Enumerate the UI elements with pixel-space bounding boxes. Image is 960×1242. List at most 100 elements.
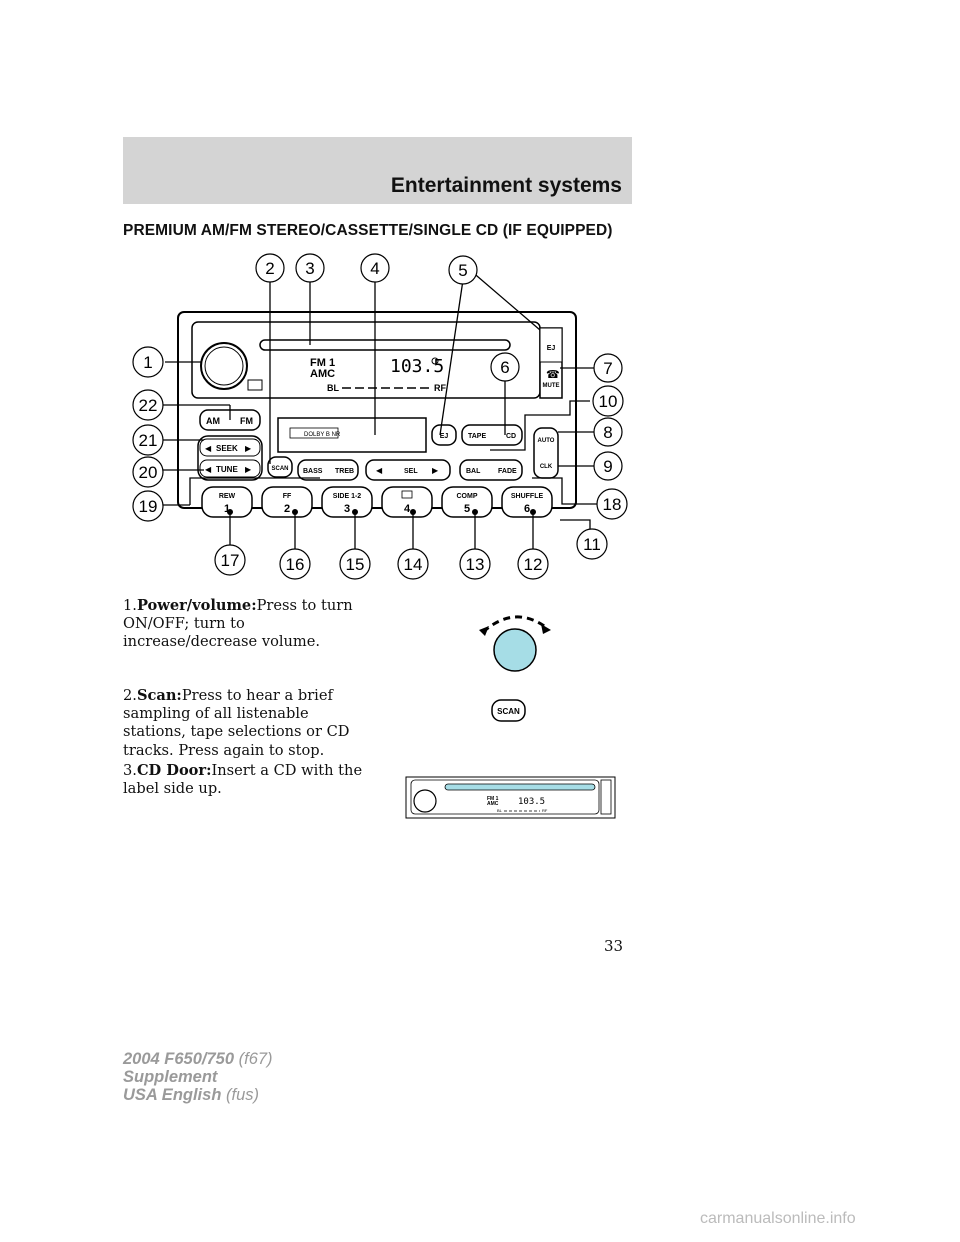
page-number: 33 — [604, 937, 624, 955]
callout-17: 17 — [214, 544, 246, 576]
auto-clk-button[interactable] — [533, 427, 559, 479]
item-number: 1. — [123, 597, 137, 614]
display-rf: RF — [434, 383, 446, 393]
preset-1-button[interactable]: REW 1 — [201, 486, 253, 518]
page-header: Entertainment systems — [123, 137, 632, 204]
scan-icon-label: SCAN — [497, 707, 520, 716]
cd-slot-highlight — [444, 783, 596, 791]
tune-button[interactable] — [199, 459, 261, 478]
svg-text:10: 10 — [599, 392, 618, 411]
tape-cd-button[interactable] — [461, 424, 523, 446]
item-1: 1.Power/volume:Press to turn ON/OFF; tur… — [123, 597, 373, 652]
callout-9: 9 — [593, 451, 623, 481]
item-text: Insert a CD with the label side up. — [123, 762, 363, 798]
item-title: CD Door: — [136, 762, 212, 779]
mini-display-frequency: 103.5 — [518, 797, 545, 807]
cd-label: CD — [506, 433, 516, 440]
svg-text:1: 1 — [143, 353, 152, 372]
svg-text:4: 4 — [370, 259, 379, 278]
sel-button[interactable] — [365, 459, 451, 481]
svg-text:9: 9 — [603, 457, 612, 476]
callout-7: 7 — [593, 353, 623, 383]
display-amc: AMC — [310, 368, 335, 380]
callout-19: 19 — [132, 490, 164, 522]
scan-button[interactable] — [267, 456, 293, 478]
callout-10: 10 — [592, 385, 624, 417]
dolby-badge — [289, 427, 339, 439]
callout-15: 15 — [339, 548, 371, 580]
cd-slot[interactable] — [259, 339, 511, 351]
svg-text:▶: ▶ — [245, 444, 252, 453]
svg-text:5: 5 — [458, 261, 467, 280]
preset-number: 5 — [464, 503, 470, 515]
callout-2: 2 — [255, 253, 285, 283]
cd-door-illustration: FM 1 AMC 103.5 BL RF — [405, 776, 616, 819]
seek-label: SEEK — [216, 444, 238, 453]
am-label: AM — [206, 416, 220, 426]
mini-display-bl: BL — [497, 808, 503, 813]
svg-text:15: 15 — [346, 555, 365, 574]
preset-label: SIDE 1-2 — [333, 493, 362, 500]
tune-label: TUNE — [216, 465, 238, 474]
volume-knob-illustration — [479, 615, 551, 672]
scan-label: SCAN — [271, 466, 288, 472]
ej-top-label: EJ — [547, 345, 556, 352]
mini-display-amc: AMC — [487, 801, 499, 807]
preset-5-button[interactable]: COMP 5 — [441, 486, 493, 518]
preset-label: REW — [219, 493, 236, 500]
page-footer: 2004 F650/750 (f67) Supplement USA Engli… — [123, 1050, 273, 1104]
bal-label: BAL — [466, 468, 481, 475]
fm-label: FM — [240, 416, 253, 426]
svg-text:2: 2 — [265, 259, 274, 278]
preset-number: 2 — [284, 503, 290, 515]
svg-text:19: 19 — [139, 497, 158, 516]
callout-16: 16 — [279, 548, 311, 580]
svg-text:3: 3 — [305, 259, 314, 278]
bal-fade-button[interactable] — [459, 459, 523, 481]
callout-20: 20 — [132, 456, 164, 488]
preset-label: COMP — [457, 493, 478, 500]
item-title: Scan: — [136, 687, 182, 704]
svg-text:20: 20 — [139, 463, 158, 482]
preset-number: 3 — [344, 503, 350, 515]
preset-3-button[interactable]: SIDE 1-2 3 — [321, 486, 373, 518]
preset-number: 6 — [524, 503, 530, 515]
svg-text:14: 14 — [404, 555, 423, 574]
svg-text:17: 17 — [221, 551, 240, 570]
bass-treb-button[interactable] — [297, 459, 359, 481]
callout-4: 4 — [360, 253, 390, 283]
callout-13: 13 — [459, 548, 491, 580]
mute-label: MUTE — [543, 383, 560, 389]
mini-display-band: FM 1 — [487, 796, 499, 802]
svg-text:11: 11 — [583, 535, 601, 554]
callout-18: 18 — [596, 488, 628, 520]
svg-text:22: 22 — [139, 396, 158, 415]
tape-eject-button[interactable] — [431, 424, 457, 446]
svg-text:7: 7 — [603, 359, 612, 378]
svg-text:21: 21 — [139, 431, 158, 450]
treb-label: TREB — [335, 468, 354, 475]
section-title: PREMIUM AM/FM STEREO/CASSETTE/SINGLE CD … — [123, 222, 613, 239]
radio-diagram: EJ ☎ MUTE FM 1 AMC 103.5 BL RF AM FM ◀ S… — [132, 253, 628, 580]
item-number: 2. — [123, 687, 137, 704]
item-text: Press to hear a brief sampling of all li… — [123, 687, 350, 759]
svg-text:18: 18 — [603, 495, 622, 514]
svg-text:▶: ▶ — [245, 465, 252, 474]
power-volume-knob[interactable] — [200, 342, 248, 390]
preset-6-button[interactable]: SHUFFLE 6 — [501, 486, 553, 518]
preset-2-button[interactable]: FF 2 — [261, 486, 313, 518]
knob-icon — [493, 628, 537, 672]
svg-text:16: 16 — [286, 555, 305, 574]
preset-label: SHUFFLE — [511, 493, 544, 500]
ej-tape-label: EJ — [440, 433, 449, 440]
seek-button[interactable] — [199, 438, 261, 457]
callout-11: 11 — [576, 528, 608, 560]
watermark: carmanualsonline.info — [700, 1210, 856, 1227]
preset-4-button[interactable]: 4 — [381, 486, 433, 518]
mini-display-rf: RF — [542, 808, 548, 813]
svg-text:◀: ◀ — [205, 444, 212, 453]
bass-label: BASS — [303, 468, 323, 475]
item-3: 3.CD Door:Insert a CD with the label sid… — [123, 762, 373, 798]
callout-5: 5 — [448, 255, 478, 285]
item-2: 2.Scan:Press to hear a brief sampling of… — [123, 687, 373, 760]
